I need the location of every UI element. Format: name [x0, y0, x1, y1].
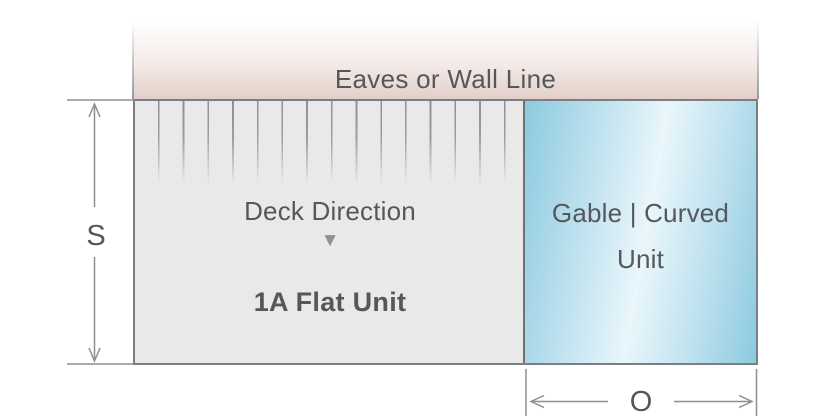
deck-direction-arrow-icon: ▼	[320, 230, 340, 251]
span-dimension-label: S	[86, 220, 106, 252]
eaves-band: Eaves or Wall Line	[132, 20, 759, 99]
eaves-label: Eaves or Wall Line	[334, 64, 557, 94]
eaves-left-edge	[132, 20, 134, 99]
eaves-right-edge	[757, 20, 759, 99]
deck-unit-label: 1A Flat Unit	[253, 287, 407, 317]
gable-unit: Gable | Curved Unit	[523, 101, 756, 363]
o-arrow-left-icon	[529, 394, 545, 409]
gable-unit-label-line2: Unit	[616, 244, 665, 274]
overhang-dimension-label: O	[629, 386, 653, 418]
gable-unit-label-line1: Gable | Curved	[551, 198, 730, 228]
o-arrow-right-icon	[738, 394, 754, 409]
unit-box: Deck Direction ▼ 1A Flat Unit Gable | Cu…	[133, 99, 758, 365]
deck-direction-label: Deck Direction	[244, 196, 416, 226]
s-arrow-up-icon	[88, 102, 101, 118]
s-arrow-down-icon	[88, 347, 101, 363]
deck-hatch-pattern	[135, 101, 525, 189]
